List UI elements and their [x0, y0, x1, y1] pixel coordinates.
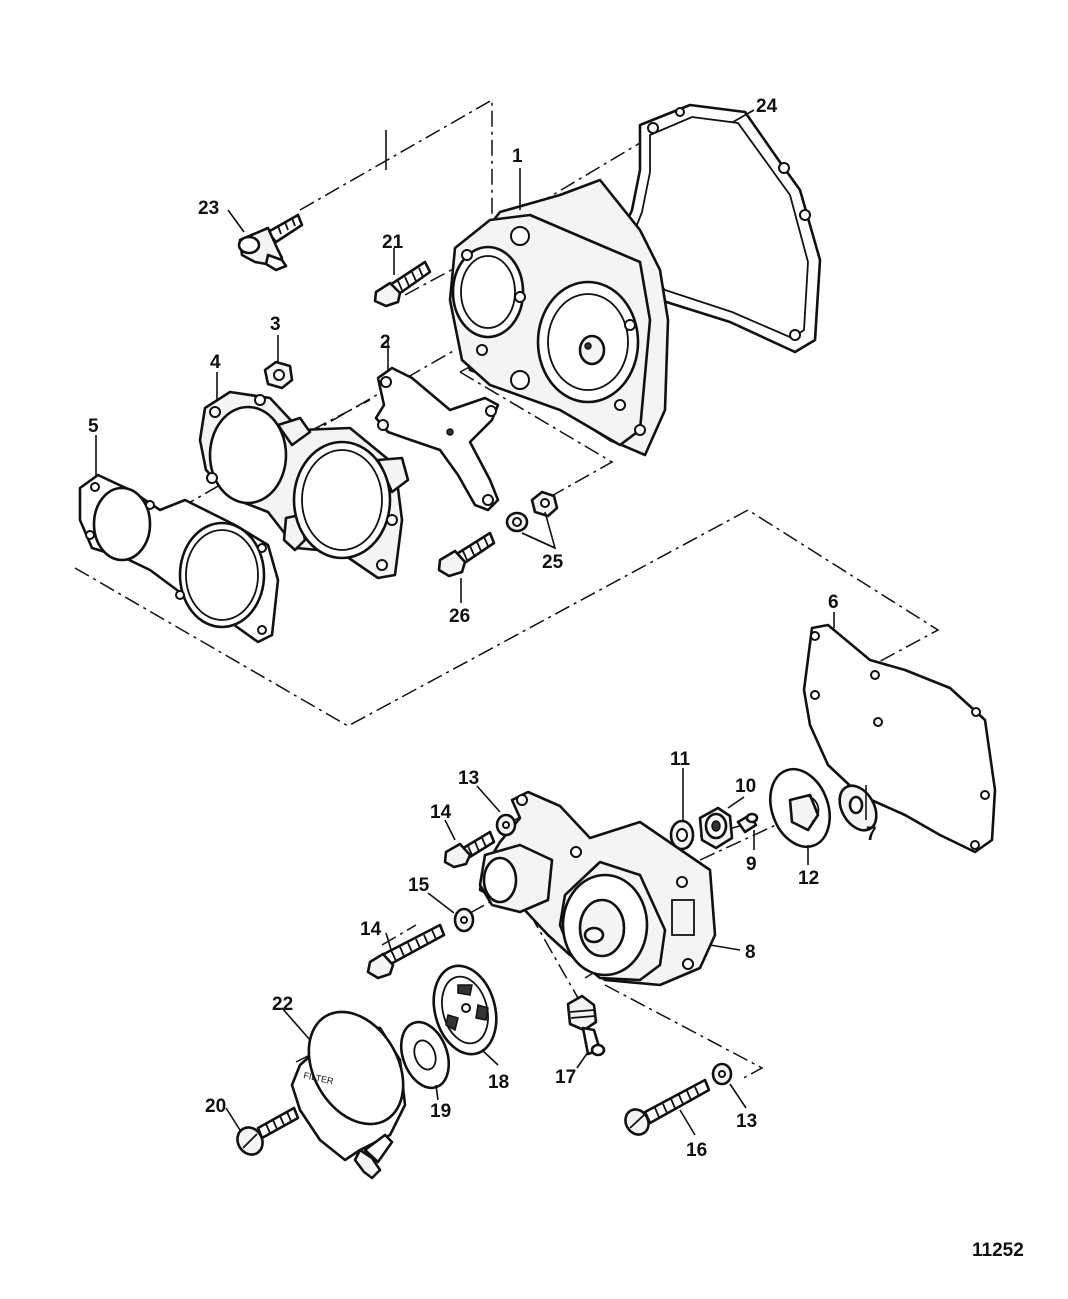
screw-14a — [443, 830, 496, 869]
callout-23: 23 — [198, 198, 219, 219]
pump-housing-8 — [478, 790, 717, 987]
screw-21 — [373, 260, 432, 308]
screw-16 — [624, 1078, 711, 1136]
valve-10 — [698, 806, 734, 850]
valve-body-4 — [198, 390, 410, 580]
callout-6: 6 — [828, 592, 839, 613]
washer-15 — [453, 907, 475, 933]
gasket-6 — [802, 623, 997, 854]
callout-21: 21 — [382, 232, 404, 253]
callout-26: 26 — [449, 606, 470, 627]
callout-labels: 1 2 3 4 5 6 7 8 9 10 11 12 13 13 14 14 1… — [88, 96, 1024, 1261]
diaphragm-12 — [769, 767, 831, 849]
washers-25 — [505, 490, 559, 533]
callout-16: 16 — [686, 1140, 707, 1161]
washer-13b — [711, 1062, 733, 1086]
screw-20 — [236, 1106, 300, 1156]
callout-24: 24 — [756, 96, 778, 117]
callout-10: 10 — [735, 776, 756, 797]
washer-7 — [838, 784, 878, 832]
gasket-24 — [613, 103, 822, 354]
callout-19: 19 — [430, 1101, 451, 1122]
callout-13b: 13 — [736, 1111, 757, 1132]
callout-3: 3 — [270, 314, 281, 335]
washer-13a — [495, 813, 517, 837]
gasket-5 — [78, 473, 280, 644]
callout-14a: 14 — [430, 802, 452, 823]
callout-13a: 13 — [458, 768, 479, 789]
callout-20: 20 — [205, 1096, 226, 1117]
seal-11 — [669, 819, 695, 851]
callout-7: 7 — [866, 824, 877, 845]
bracket-2 — [374, 366, 500, 512]
callout-8: 8 — [745, 942, 756, 963]
callout-12: 12 — [798, 868, 819, 889]
screw-26 — [437, 531, 496, 578]
callout-15: 15 — [408, 875, 430, 896]
callout-4: 4 — [210, 352, 221, 373]
callout-25: 25 — [542, 552, 564, 573]
callout-9: 9 — [746, 854, 757, 875]
callout-5: 5 — [88, 416, 99, 437]
screw-14b — [366, 923, 446, 980]
callout-1: 1 — [512, 146, 523, 167]
callout-18: 18 — [488, 1072, 509, 1093]
strainer-18 — [432, 964, 498, 1056]
leader-lines — [95, 109, 867, 1136]
callout-11: 11 — [670, 749, 691, 770]
callout-14b: 14 — [360, 919, 382, 940]
screw-9 — [736, 812, 759, 834]
fitting-17 — [566, 994, 606, 1057]
elbow-fitting-23 — [237, 213, 304, 272]
callout-22: 22 — [272, 994, 293, 1015]
callout-17: 17 — [555, 1067, 576, 1088]
callout-2: 2 — [380, 332, 391, 353]
nut-3 — [263, 360, 294, 390]
filter-cover-22: FILTER — [290, 1010, 407, 1180]
figure-code: 11252 — [972, 1240, 1024, 1261]
pump-body-1 — [448, 178, 670, 457]
